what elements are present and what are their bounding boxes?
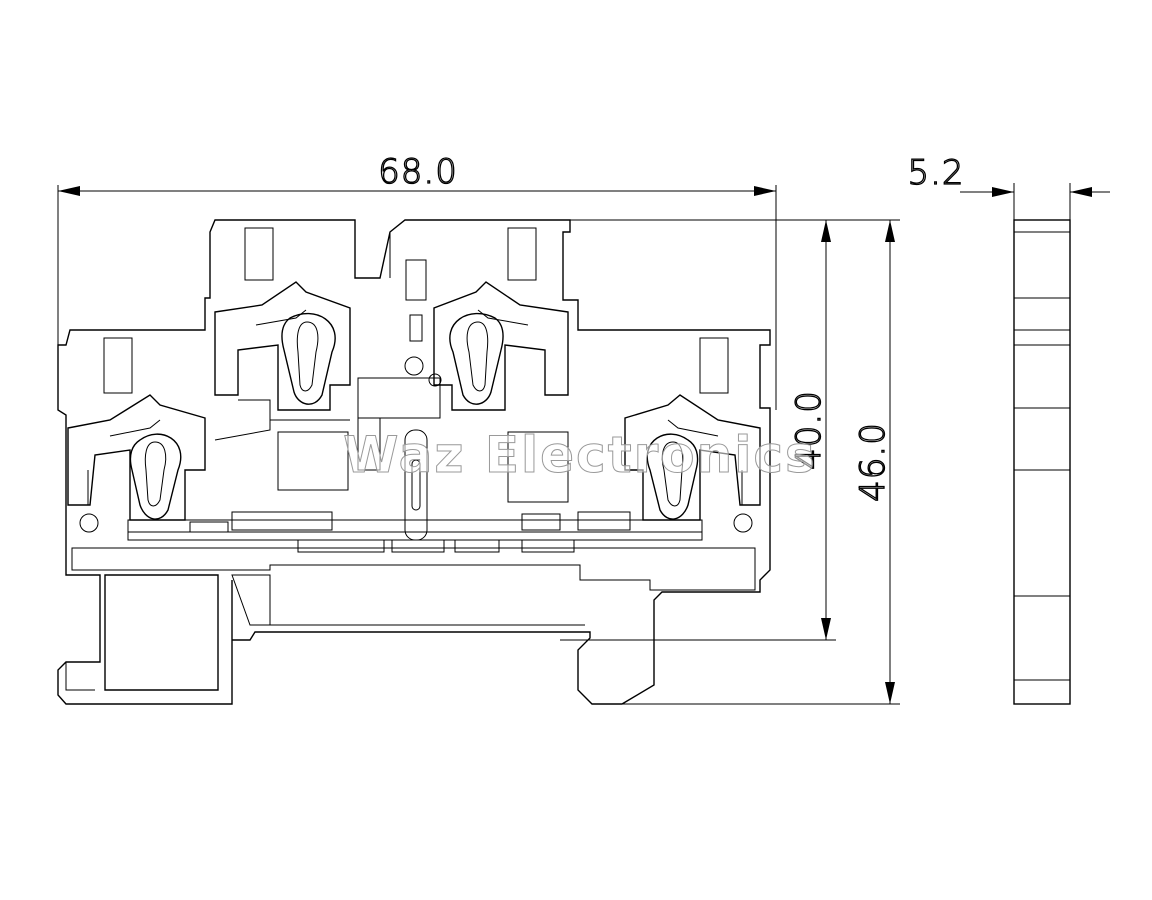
terminal-block-side-view: [1013, 219, 1071, 705]
spring-clamp-right-lower: [646, 433, 699, 520]
width-label: 68.0: [378, 152, 458, 192]
watermark-text: Waz Electronics: [343, 426, 817, 484]
height-inner-dimension: 40.0: [560, 219, 900, 641]
terminal-block-front-view: [57, 219, 771, 705]
spring-clamp-left-lower: [129, 433, 182, 520]
height-total-dimension: 46.0: [610, 220, 900, 705]
spring-clamp-right-upper: [449, 312, 504, 405]
spring-clamp-left-upper: [281, 312, 336, 405]
thickness-dimension: 5.2: [907, 152, 1110, 220]
height-inner-label: 40.0: [789, 390, 829, 470]
width-dimension: 68.0: [57, 151, 777, 410]
height-total-label: 46.0: [853, 422, 893, 502]
thickness-label: 5.2: [907, 153, 964, 193]
